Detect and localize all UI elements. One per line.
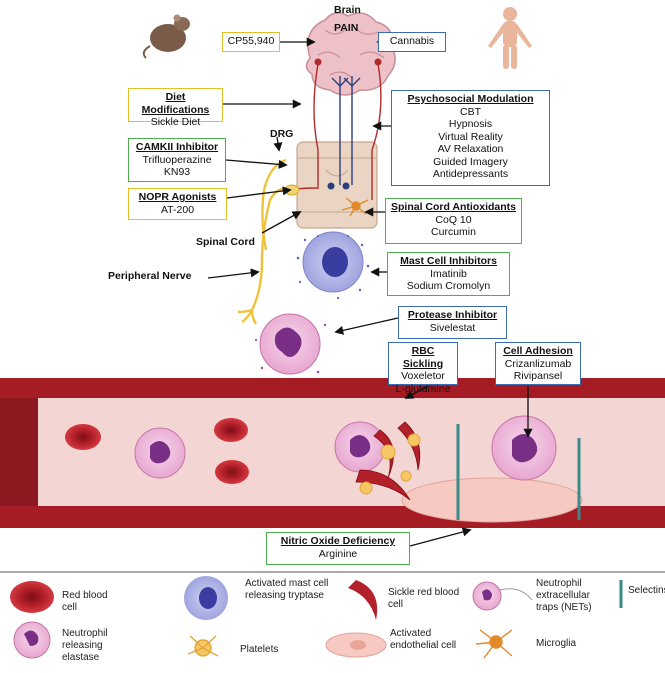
neutrophil-illustration bbox=[254, 313, 327, 375]
legend-label-selectins: Selectins bbox=[628, 585, 665, 596]
psychosocial-modulation-box: Psychosocial Modulation CBT Hypnosis Vir… bbox=[391, 90, 550, 186]
diet-modifications-box: Diet Modifications Sickle Diet bbox=[128, 88, 223, 128]
camkii-inhibitor-box: CAMKII Inhibitor Trifluoperazine KN93 bbox=[128, 138, 226, 182]
legend-neutrophil-icon bbox=[13, 621, 51, 659]
protease-inhibitor-box: Protease Inhibitor Sivelestat bbox=[398, 306, 507, 339]
blood-vessel-illustration bbox=[0, 378, 665, 528]
legend-nets-icon bbox=[472, 581, 533, 611]
legend-mast-cell-icon bbox=[184, 576, 228, 620]
legend-sickle-cell-icon bbox=[348, 580, 378, 620]
legend-endothelial-icon bbox=[325, 632, 387, 658]
brain-label: Brain bbox=[334, 4, 361, 16]
spinal-cord-antioxidants-box: Spinal Cord Antioxidants CoQ 10 Curcumin bbox=[385, 198, 522, 244]
legend-label-mast-cell: Activated mast cell releasing tryptase bbox=[245, 578, 329, 601]
legend-label-endothelial: Activated endothelial cell bbox=[390, 628, 457, 651]
legend-label-sickle-cell: Sickle red blood cell bbox=[388, 587, 460, 610]
legend-label-microglia: Microglia bbox=[536, 638, 577, 649]
mast-cell-inhibitors-box: Mast Cell Inhibitors Imatinib Sodium Cro… bbox=[387, 252, 510, 296]
pain-label: PAIN bbox=[334, 22, 359, 34]
cell-adhesion-box: Cell Adhesion Crizanlizumab Rivipansel bbox=[495, 342, 581, 385]
legend-rbc-icon bbox=[10, 581, 54, 613]
rbc-sickling-box: RBC Sickling Voxeletor L-glutamine bbox=[388, 342, 458, 395]
cp55940-box: CP55,940 bbox=[222, 32, 280, 52]
peripheral-nerve-label: Peripheral Nerve bbox=[108, 270, 192, 282]
selectins-in-vessel bbox=[456, 424, 581, 520]
human-icon bbox=[488, 7, 532, 69]
legend-microglia-icon bbox=[475, 629, 513, 659]
drg-label: DRG bbox=[270, 128, 294, 140]
legend-platelet-icon bbox=[187, 635, 219, 657]
legend-label-rbc: Red blood cell bbox=[62, 590, 108, 613]
spinal-cord-illustration bbox=[296, 141, 378, 229]
platelets-in-vessel bbox=[359, 433, 421, 495]
legend-label-nets: Neutrophil extracellular traps (NETs) bbox=[536, 578, 592, 613]
annotation-arrows bbox=[207, 37, 533, 547]
nitric-oxide-deficiency-box: Nitric Oxide Deficiency Arginine bbox=[266, 532, 410, 565]
mouse-icon bbox=[142, 14, 190, 59]
legend-label-neutrophil: Neutrophil releasing elastase bbox=[62, 628, 108, 663]
nopr-agonists-box: NOPR Agonists AT-200 bbox=[128, 188, 227, 220]
pain-pathway-lines bbox=[289, 58, 382, 200]
microglia-in-cord-icon bbox=[341, 197, 369, 217]
neutrophils-in-vessel bbox=[134, 415, 557, 481]
legend-label-platelets: Platelets bbox=[240, 644, 279, 655]
brain-illustration bbox=[305, 12, 396, 96]
cannabis-box: Cannabis bbox=[378, 32, 446, 52]
red-blood-cells-in-vessel bbox=[65, 418, 249, 484]
mast-cell-illustration bbox=[296, 231, 370, 300]
spinal-cord-label: Spinal Cord bbox=[196, 236, 255, 248]
